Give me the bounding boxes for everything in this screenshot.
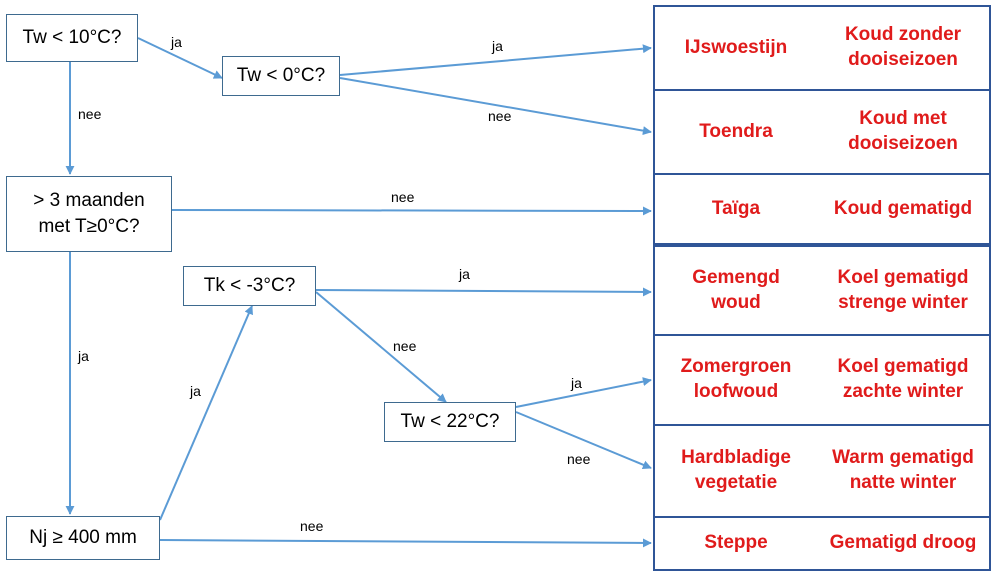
arrow-tw10-tw0: [137, 37, 223, 79]
edge-label-tk-tw22: nee: [393, 338, 417, 354]
arrow-months-taiga: [171, 206, 652, 216]
arrow-tw22-zomergroen: [515, 377, 652, 408]
edge-label-months-nj: ja: [78, 348, 89, 364]
biome-label: Gemengd woud: [692, 266, 780, 313]
edge-label-tw10-tw0: ja: [171, 34, 182, 50]
biome-label: Taïga: [711, 197, 761, 219]
arrow-tw22-hardbladig: [515, 411, 652, 470]
decision-tw-lt-10: Tw < 10°C?: [6, 14, 138, 62]
edge-label-nj-steppe: nee: [300, 518, 324, 534]
biome-label: Zomergroen loofwoud: [680, 356, 792, 402]
arrow-nj-steppe: [159, 538, 652, 548]
edge-label-tw22-hardbladig: nee: [567, 451, 591, 467]
climate-label: Koud zonder dooiseizoen: [844, 24, 962, 70]
climate-label: Koud gematigd: [833, 197, 973, 219]
arrow-tw0-toendra: [339, 77, 652, 136]
result-taiga: Taïga Koud gematigd: [653, 173, 991, 245]
result-gemengd-woud: Gemengd woud Koel gematigd strenge winte…: [653, 245, 991, 336]
edge-label-tw22-zomergroen: ja: [571, 375, 582, 391]
edge-label-tw0-ijswoestijn: ja: [492, 38, 503, 54]
result-hardbladige-vegetatie: Hardbladige vegetatie Warm gematigd natt…: [653, 424, 991, 518]
edge-label-months-taiga: nee: [391, 189, 415, 205]
biome-label: Steppe: [704, 532, 768, 554]
climate-label: Koud met dooiseizoen: [848, 108, 958, 154]
biome-label: IJswoestijn: [684, 36, 788, 58]
result-ijswoestijn: IJswoestijn Koud zonder dooiseizoen: [653, 5, 991, 91]
biome-label: Toendra: [699, 120, 773, 142]
decision-tw-lt-22: Tw < 22°C?: [384, 402, 516, 442]
climate-label: Koel gematigd zachte winter: [837, 356, 969, 402]
arrow-nj-tk: [159, 305, 253, 521]
arrow-tw0-ijswoestijn: [339, 44, 652, 76]
decision-tk-lt-minus3: Tk < -3°C?: [183, 266, 316, 306]
decision-months-above-zero: > 3 maanden met T≥0°C?: [6, 176, 172, 252]
edge-label-tw10-months: nee: [78, 106, 102, 122]
arrow-tk-gemengd: [315, 287, 652, 297]
arrow-tk-tw22: [315, 291, 447, 403]
result-toendra: Toendra Koud met dooiseizoen: [653, 89, 991, 175]
result-steppe: Steppe Gematigd droog: [653, 516, 991, 571]
climate-label: Gematigd droog: [829, 532, 977, 554]
decision-nj-400: Nj ≥ 400 mm: [6, 516, 160, 560]
climate-label: Koel gematigd strenge winter: [837, 266, 969, 313]
biome-label: Hardbladige vegetatie: [681, 447, 791, 493]
result-zomergroen-loofwoud: Zomergroen loofwoud Koel gematigd zachte…: [653, 334, 991, 426]
climate-label: Warm gematigd natte winter: [832, 447, 974, 493]
decision-tw-lt-0: Tw < 0°C?: [222, 56, 340, 96]
edge-label-nj-tk: ja: [190, 383, 201, 399]
edge-label-tk-gemengd: ja: [459, 266, 470, 282]
edge-label-tw0-toendra: nee: [488, 108, 512, 124]
